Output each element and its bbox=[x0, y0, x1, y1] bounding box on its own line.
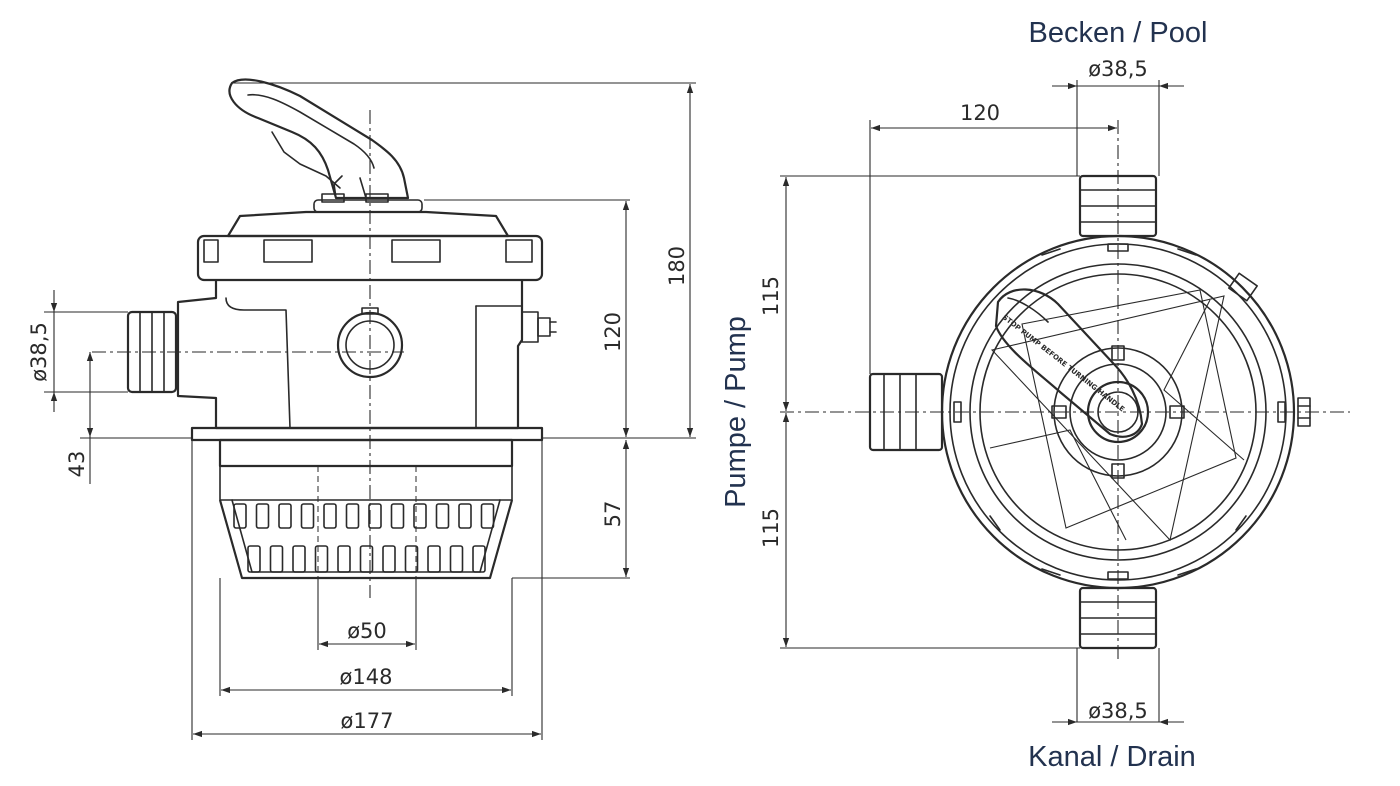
basket-slot bbox=[337, 545, 351, 573]
basket-slot bbox=[413, 503, 427, 529]
basket-slot bbox=[323, 503, 337, 529]
dim-body-height: 120 bbox=[601, 312, 625, 352]
basket-slot bbox=[314, 545, 329, 573]
dim-center-offset: 120 bbox=[960, 101, 1000, 125]
dim-lower-half: 115 bbox=[759, 508, 783, 548]
dimension-lines-top bbox=[782, 82, 1184, 726]
dimension-lines-side bbox=[50, 84, 694, 738]
valve-body bbox=[126, 280, 557, 430]
rim-tabs bbox=[953, 243, 1286, 580]
valve-handle bbox=[228, 78, 410, 200]
extension-lines-top bbox=[780, 80, 1160, 722]
pool-port-label: Becken / Pool bbox=[1029, 17, 1208, 49]
dim-upper-half: 115 bbox=[759, 276, 783, 316]
handle-warning-text: STOP PUMP BEFORE TURNING HANDLE bbox=[1001, 313, 1126, 413]
dim-pool-port-diameter: ø38,5 bbox=[1088, 57, 1148, 81]
basket-slot bbox=[404, 545, 419, 573]
valve-handle-top: STOP PUMP BEFORE TURNING HANDLE bbox=[994, 288, 1144, 438]
extension-lines-side bbox=[44, 82, 696, 740]
top-view: STOP PUMP BEFORE TURNING HANDLE bbox=[720, 17, 1350, 773]
dim-basket-diameter: ø148 bbox=[340, 665, 393, 689]
dim-basket-height: 57 bbox=[601, 501, 625, 528]
basket-slot bbox=[368, 503, 382, 529]
basket-slot bbox=[292, 545, 306, 573]
basket-slot bbox=[345, 503, 360, 529]
dim-drain-port-diameter: ø38,5 bbox=[1088, 699, 1148, 723]
basket-slot bbox=[300, 503, 315, 529]
internal-segments bbox=[989, 289, 1245, 542]
basket-slot bbox=[449, 545, 464, 573]
dim-flange-diameter: ø177 bbox=[341, 709, 394, 733]
dim-drain-opening: ø50 bbox=[347, 619, 387, 643]
side-view: 180 120 57 ø38,5 43 ø50 ø148 ø177 bbox=[27, 78, 696, 740]
basket-slot bbox=[278, 503, 292, 529]
basket-slot bbox=[247, 545, 261, 573]
basket-slot bbox=[480, 503, 495, 529]
basket-slot bbox=[255, 503, 270, 529]
basket-slot bbox=[472, 545, 486, 573]
basket-slot bbox=[359, 545, 374, 573]
basket-slot bbox=[382, 545, 396, 573]
strainer-basket bbox=[218, 438, 514, 580]
basket-slot bbox=[233, 503, 247, 529]
pump-port-label: Pumpe / Pump bbox=[720, 316, 752, 508]
dim-port-offset: 43 bbox=[65, 451, 89, 478]
basket-slot bbox=[458, 503, 472, 529]
dim-total-height: 180 bbox=[665, 246, 689, 286]
basket-slot bbox=[390, 503, 405, 529]
drain-port-label: Kanal / Drain bbox=[1028, 741, 1196, 773]
mounting-flange bbox=[190, 426, 544, 442]
dim-side-port-diameter: ø38,5 bbox=[27, 322, 51, 382]
basket-slot bbox=[269, 545, 284, 573]
basket-slot bbox=[427, 545, 441, 573]
basket-slot bbox=[435, 503, 450, 529]
